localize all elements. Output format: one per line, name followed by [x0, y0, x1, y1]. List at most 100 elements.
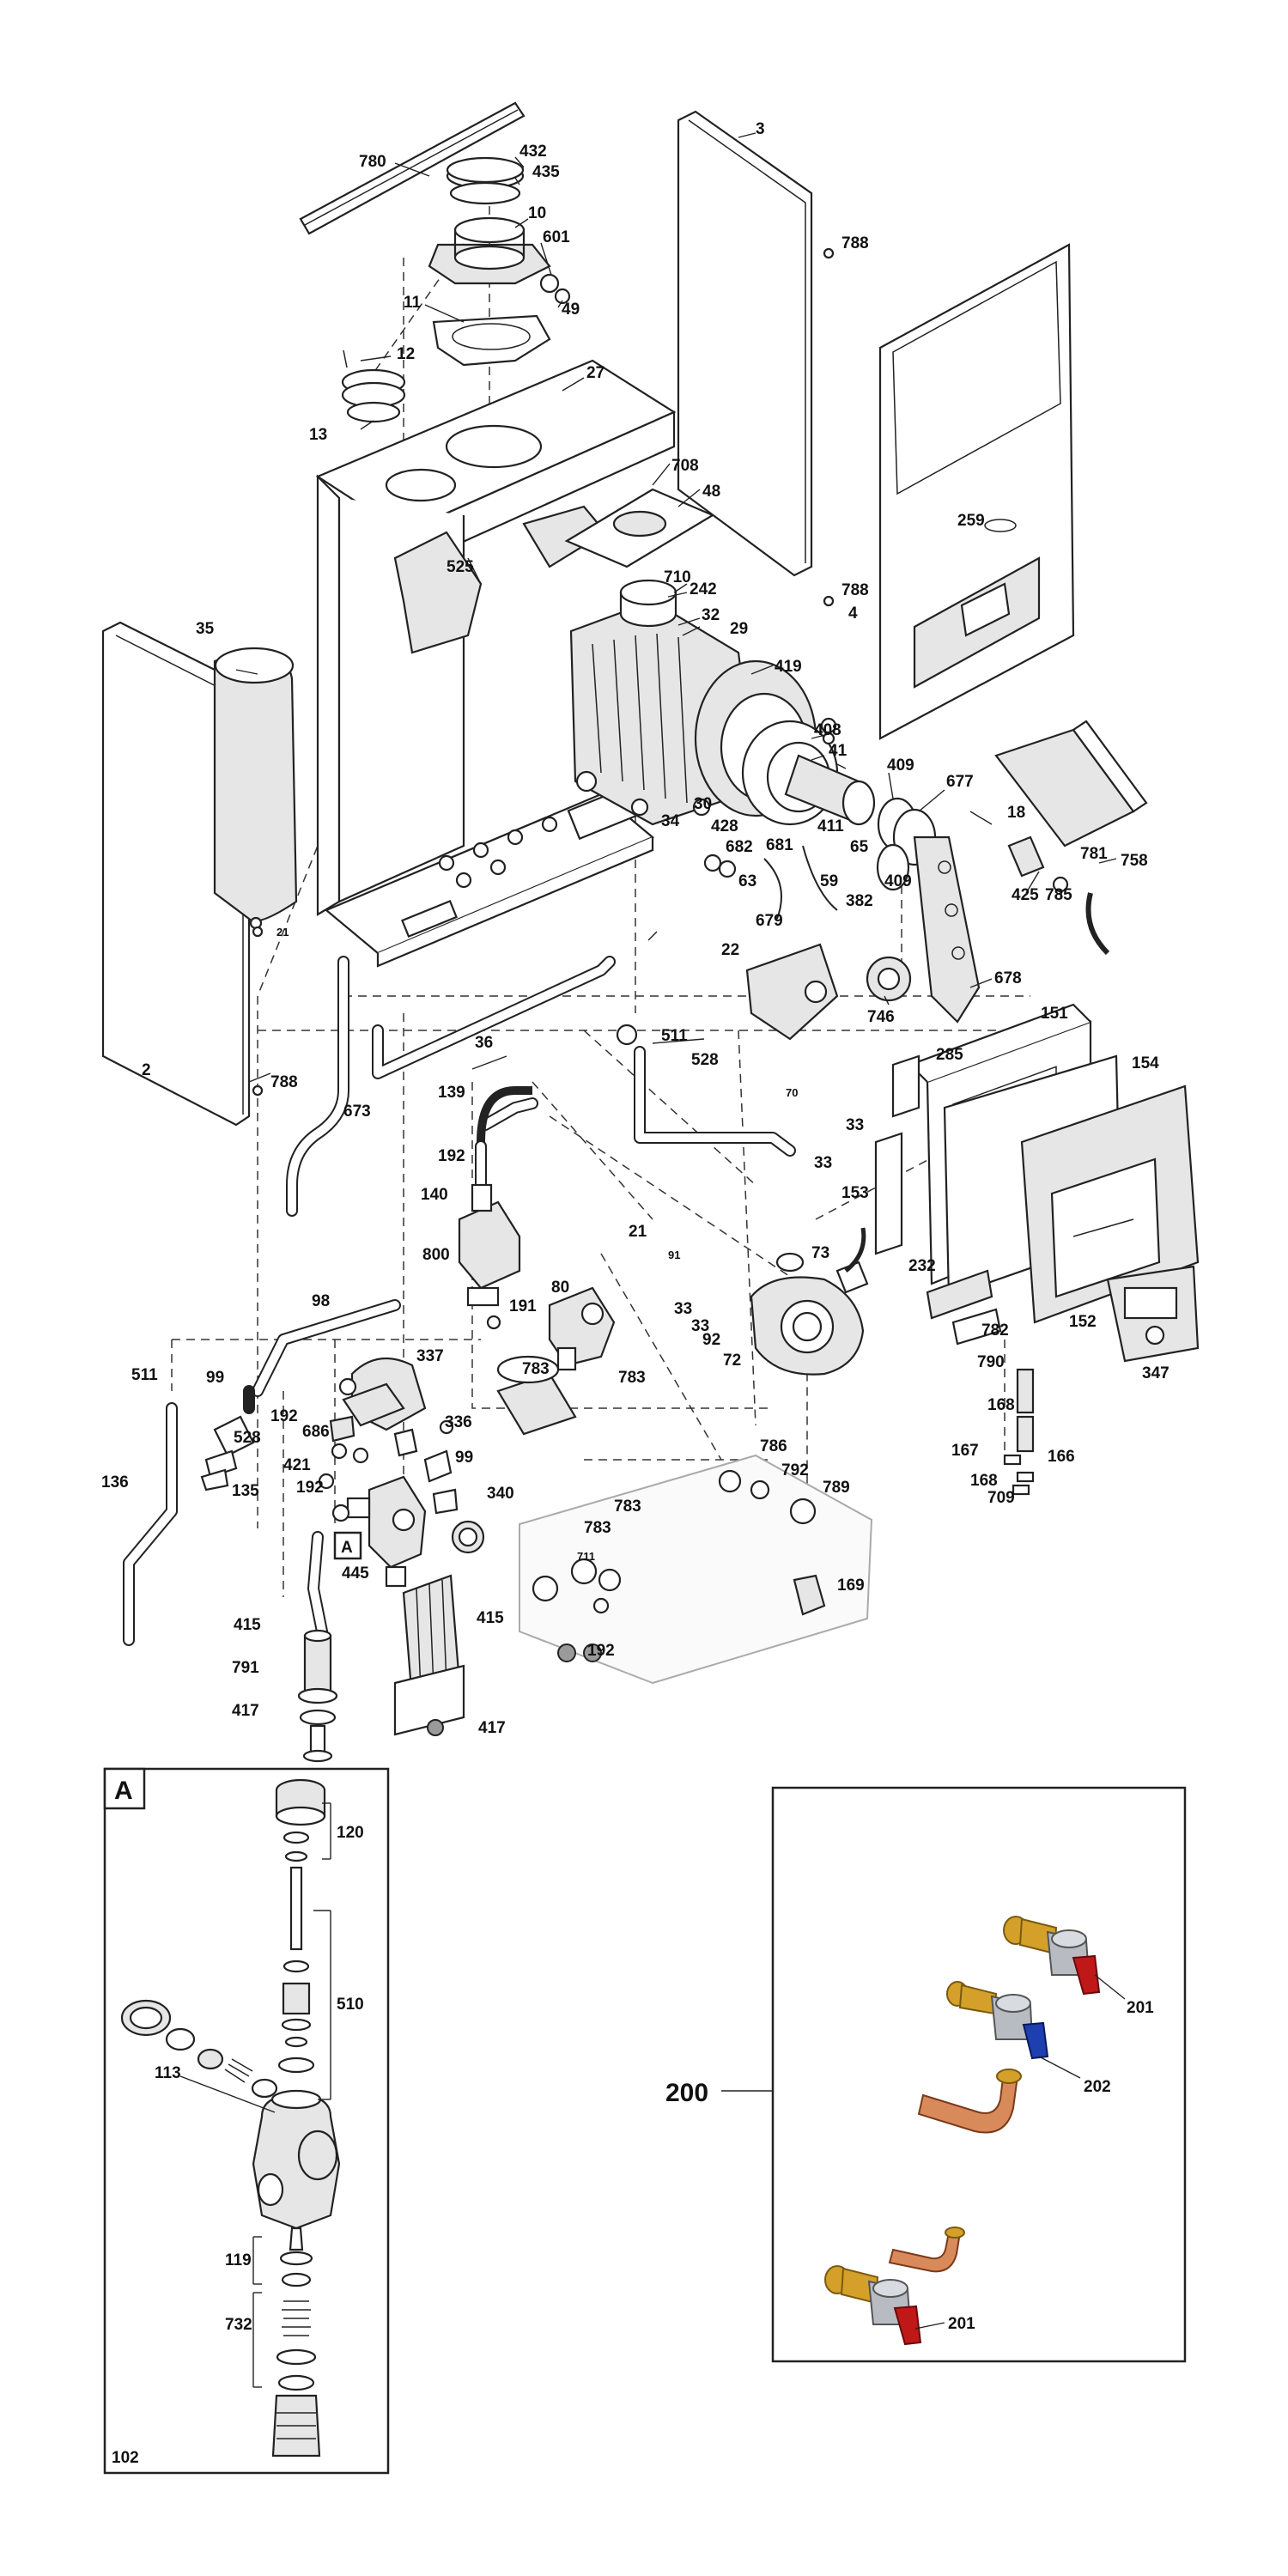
label-21a: 21 — [276, 926, 289, 939]
label-347: 347 — [1142, 1364, 1170, 1382]
label-13: 13 — [309, 426, 327, 444]
label-783d: 783 — [584, 1519, 611, 1537]
label-32: 32 — [702, 606, 720, 624]
inset-a-tag-box — [103, 1767, 146, 1810]
label-72: 72 — [723, 1352, 741, 1370]
label-340: 340 — [487, 1485, 514, 1503]
label-790: 790 — [977, 1353, 1005, 1371]
isolation-valve-red-bottom — [824, 2265, 922, 2346]
label-152: 152 — [1069, 1313, 1097, 1331]
label-167: 167 — [951, 1442, 979, 1460]
sensor-valve-assembly — [297, 1629, 338, 1763]
label-18: 18 — [1007, 804, 1025, 822]
label-192b: 192 — [270, 1407, 298, 1425]
inset-a: A 120 510 — [103, 1767, 390, 2475]
sampling-cap — [341, 349, 406, 423]
chassis-frame — [315, 359, 677, 968]
fan-arm — [913, 835, 981, 1024]
label-35: 35 — [196, 620, 215, 638]
gas-valve-motor — [745, 943, 839, 1041]
label-409a: 409 — [887, 756, 914, 775]
label-783a: 783 — [522, 1360, 550, 1378]
wall-backplate — [519, 1454, 873, 1685]
label-746: 746 — [867, 1008, 895, 1026]
label-154: 154 — [1132, 1054, 1159, 1072]
gas-valve — [458, 1183, 521, 1307]
label-528a: 528 — [691, 1051, 719, 1069]
label-48: 48 — [702, 483, 720, 501]
label-98: 98 — [312, 1292, 330, 1310]
copper-elbow-small — [888, 2227, 965, 2273]
label-192d: 192 — [587, 1642, 615, 1660]
label-49: 49 — [562, 301, 580, 319]
label-73: 73 — [811, 1244, 829, 1262]
pipework — [123, 956, 796, 1646]
label-677: 677 — [946, 773, 974, 791]
label-336: 336 — [445, 1413, 472, 1431]
flow-sensor — [548, 1286, 616, 1371]
label-780: 780 — [359, 153, 386, 171]
label-711: 711 — [577, 1550, 595, 1563]
flexible-hose-icon — [477, 1086, 532, 1143]
label-22: 22 — [721, 941, 739, 959]
label-791: 791 — [232, 1659, 259, 1677]
label-382: 382 — [846, 892, 873, 910]
label-681: 681 — [766, 836, 793, 854]
label-417a: 417 — [232, 1702, 259, 1720]
label-415a: 415 — [234, 1616, 261, 1634]
label-191: 191 — [509, 1297, 537, 1315]
label-783c: 783 — [614, 1498, 641, 1516]
label-34: 34 — [661, 812, 680, 830]
label-435: 435 — [532, 163, 560, 181]
label-92: 92 — [702, 1331, 720, 1349]
label-99b: 99 — [455, 1449, 473, 1467]
label-a: A — [341, 1539, 353, 1557]
label-70: 70 — [786, 1086, 798, 1099]
valve-kit-label-200: 200 — [665, 2079, 708, 2107]
label-673: 673 — [343, 1103, 371, 1121]
label-511b: 511 — [131, 1366, 158, 1384]
burner-tube — [784, 754, 876, 826]
label-525: 525 — [447, 558, 474, 576]
flue-adaptor — [428, 216, 571, 305]
inset-valve-kit-frame — [771, 1786, 1187, 2363]
label-678: 678 — [994, 969, 1022, 987]
right-side-panel — [677, 110, 813, 577]
label-33a: 33 — [846, 1116, 864, 1134]
detail-callout-a — [333, 1531, 362, 1560]
label-409b: 409 — [884, 872, 912, 890]
flue-gasket — [432, 314, 551, 367]
inset-a-label-119: 119 — [225, 2251, 252, 2269]
label-432: 432 — [519, 143, 547, 161]
label-65: 65 — [850, 838, 869, 856]
valve-kit-label-201b: 201 — [948, 2315, 975, 2333]
terminal-strip — [926, 1269, 1002, 1346]
label-168a: 168 — [987, 1396, 1015, 1414]
inset-a-frame — [103, 1767, 390, 2475]
label-786: 786 — [760, 1437, 787, 1455]
label-140: 140 — [421, 1186, 448, 1204]
part-numbers: 780 432 435 10 601 49 3 788 11 12 13 27 … — [101, 120, 1170, 1737]
flue-bracket — [299, 101, 526, 235]
label-445: 445 — [342, 1564, 369, 1583]
control-panel-housing — [1020, 1084, 1200, 1324]
label-21b: 21 — [629, 1223, 647, 1241]
label-783b: 783 — [618, 1369, 646, 1387]
label-259: 259 — [957, 512, 985, 530]
label-232: 232 — [908, 1257, 936, 1275]
inset-a-label-120: 120 — [337, 1824, 364, 1842]
inset-a-label-510: 510 — [337, 1996, 364, 2014]
label-788c: 788 — [270, 1073, 298, 1091]
small-fittings — [575, 717, 838, 1046]
label-41: 41 — [829, 742, 848, 760]
label-788b: 788 — [841, 581, 869, 599]
label-785: 785 — [1045, 886, 1072, 904]
label-782: 782 — [981, 1321, 1009, 1340]
label-709: 709 — [987, 1489, 1015, 1507]
label-528b: 528 — [234, 1429, 261, 1447]
inset-a-label-113: 113 — [155, 2064, 181, 2082]
label-91: 91 — [668, 1249, 680, 1261]
label-169: 169 — [837, 1577, 865, 1595]
label-139: 139 — [438, 1084, 465, 1102]
programmer-display — [1106, 1265, 1200, 1363]
